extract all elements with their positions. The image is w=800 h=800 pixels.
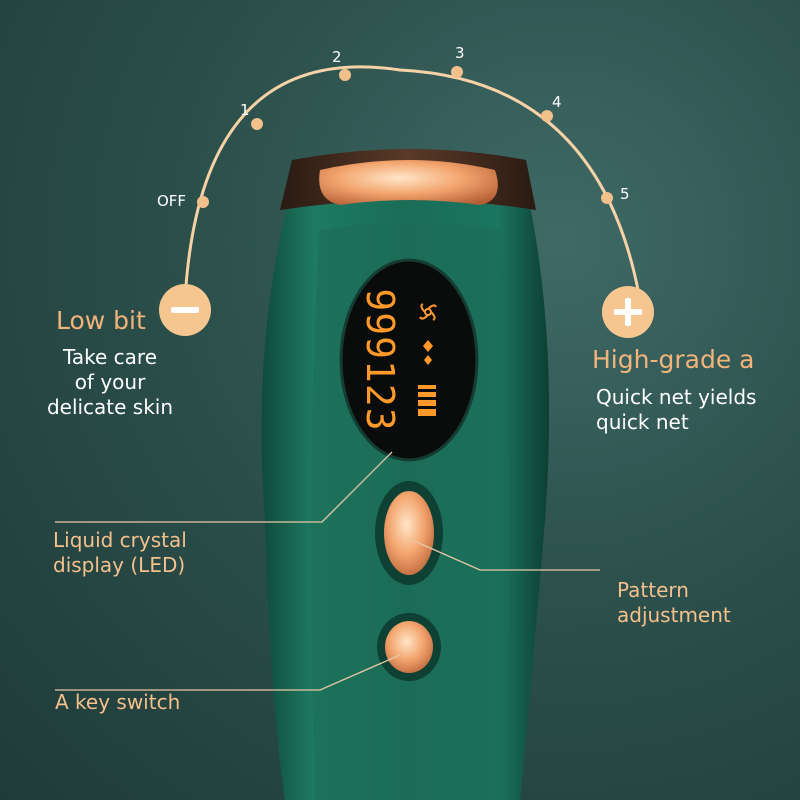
lcd-leader <box>55 451 393 523</box>
lcd-callout-line: Liquid crystal <box>53 528 187 552</box>
pattern-callout-line: adjustment <box>617 603 731 627</box>
low-desc-line: delicate skin <box>46 395 174 419</box>
high-level-title: High-grade a <box>592 345 755 374</box>
switch-leader <box>55 654 401 691</box>
leader-lines <box>55 451 600 691</box>
low-desc-line: Take care <box>62 345 158 369</box>
fan-icon <box>419 303 437 321</box>
marker-2 <box>339 69 351 81</box>
pattern-button <box>384 491 434 575</box>
high-desc-line: Quick net yields <box>596 385 757 409</box>
marker-1 <box>251 118 263 130</box>
lcd-callout-line: display (LED) <box>53 553 186 577</box>
sparkle-icon <box>423 340 433 365</box>
intensity-bars-icon <box>418 385 436 416</box>
level-label-3: 3 <box>455 44 465 62</box>
pattern-callout: Pattern adjustment <box>617 578 731 628</box>
pattern-callout-line: Pattern <box>617 578 689 602</box>
low-desc-line: of your <box>74 370 146 394</box>
high-level-description: Quick net yields quick net <box>596 385 756 435</box>
arc-markers <box>197 66 613 208</box>
level-label-5: 5 <box>620 185 630 203</box>
level-arc <box>183 65 642 301</box>
marker-5 <box>601 192 613 204</box>
level-label-1: 1 <box>240 101 250 119</box>
marker-4 <box>541 110 553 122</box>
high-desc-line: quick net <box>596 410 689 434</box>
key-switch-callout: A key switch <box>55 690 181 714</box>
light-window <box>319 160 498 205</box>
lcd-screen <box>339 258 479 462</box>
level-label-4: 4 <box>552 93 562 111</box>
low-level-title: Low bit <box>56 306 146 335</box>
level-label-2: 2 <box>332 48 342 66</box>
lcd-counter: 999123 <box>358 288 402 432</box>
low-level-description: Take care of your delicate skin <box>40 345 180 420</box>
level-label-off: OFF <box>157 192 187 210</box>
marker-off <box>197 196 209 208</box>
marker-3 <box>451 66 463 78</box>
key-switch-button <box>385 621 433 673</box>
pattern-leader <box>411 539 600 571</box>
lcd-callout: Liquid crystal display (LED) <box>53 528 187 578</box>
